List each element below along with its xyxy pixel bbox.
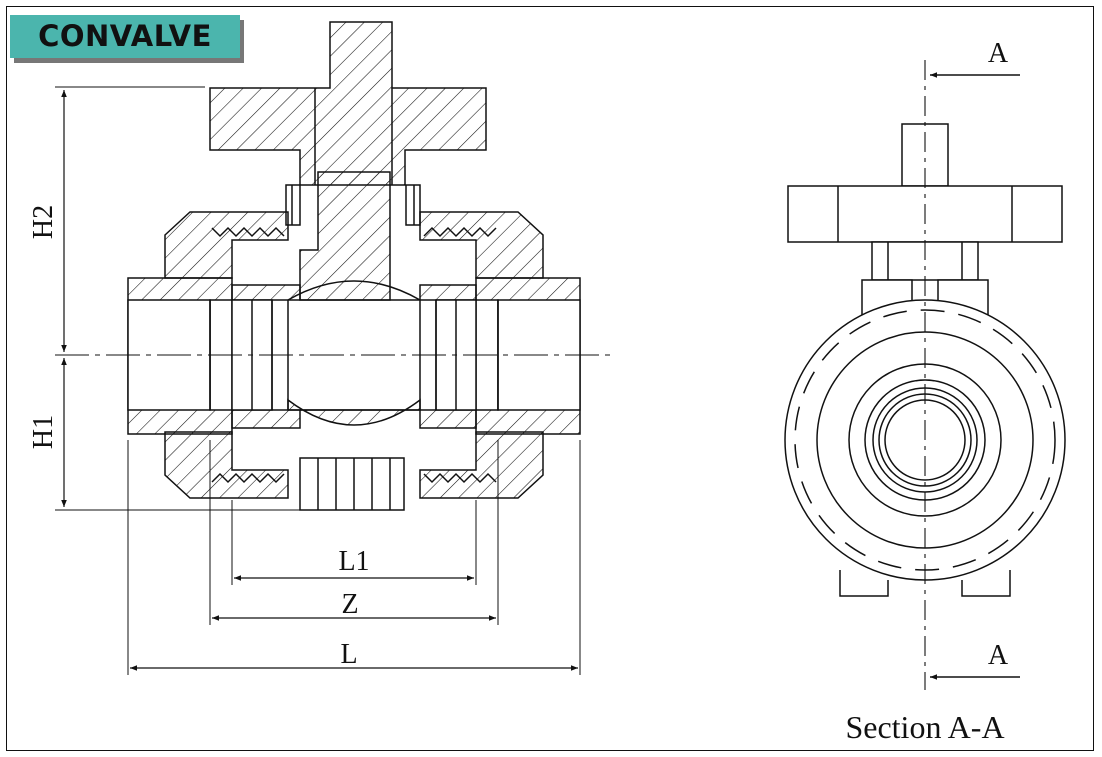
section-marker-bottom: A [988,640,1009,671]
stem [285,171,421,301]
brand-logo: CONVALVE [10,15,240,58]
union-nut-left [164,211,289,499]
section-marker-top: A [988,38,1009,69]
label-l1: L1 [338,546,369,577]
section-caption: Section A-A [845,709,1004,745]
label-l: L [340,639,357,670]
end-connector-left [127,277,233,435]
section-aa-view [784,60,1066,690]
brand-logo-text: CONVALVE [38,19,212,53]
ball [287,280,421,426]
valve-body [231,284,477,429]
section-markers [930,72,1020,680]
drawing-frame [6,6,1094,751]
mount-bracket [299,457,405,511]
label-h2: H2 [28,205,59,239]
label-z: Z [341,589,358,620]
end-connector-right [475,277,581,435]
union-nut-right [419,211,544,499]
dimension-lines [61,90,578,671]
label-h1: H1 [28,415,59,449]
side-section-view [55,21,615,675]
handle [209,21,487,186]
